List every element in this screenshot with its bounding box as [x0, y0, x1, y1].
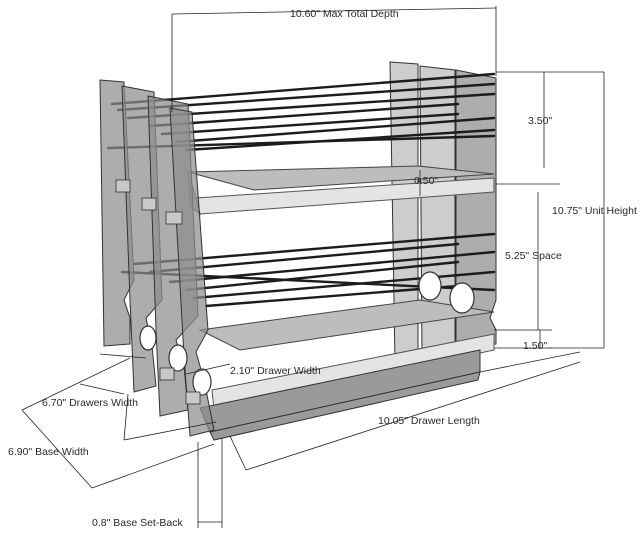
drawer-length-label: 10.05" Drawer Length [378, 415, 480, 427]
dimension-labels: 10.60" Max Total Depth 3.50" 0.50" 10.75… [8, 8, 637, 529]
base-width-label: 6.90" Base Width [8, 446, 89, 458]
panel-cutouts [139, 271, 475, 396]
base-setback-label: 0.8" Base Set-Back [92, 517, 183, 529]
unit-height-label: 10.75" Unit Height [552, 205, 637, 217]
drawer-width-label: 2.10" Drawer Width [230, 365, 321, 377]
dimension-lines [21, 6, 605, 528]
spice-rack-illustration [99, 61, 497, 441]
drawer-slide-brackets [115, 179, 201, 405]
base-height-label: 1.50" [523, 340, 547, 352]
front-side-panels [99, 79, 215, 437]
max-total-depth-label: 10.60" Max Total Depth [290, 8, 399, 20]
top-space-label: 3.50" [528, 115, 552, 127]
shelf-thickness-label: 0.50" [414, 175, 438, 187]
middle-space-label: 5.25" Space [505, 250, 562, 262]
drawers-width-label: 6.70" Drawers Width [42, 397, 138, 409]
